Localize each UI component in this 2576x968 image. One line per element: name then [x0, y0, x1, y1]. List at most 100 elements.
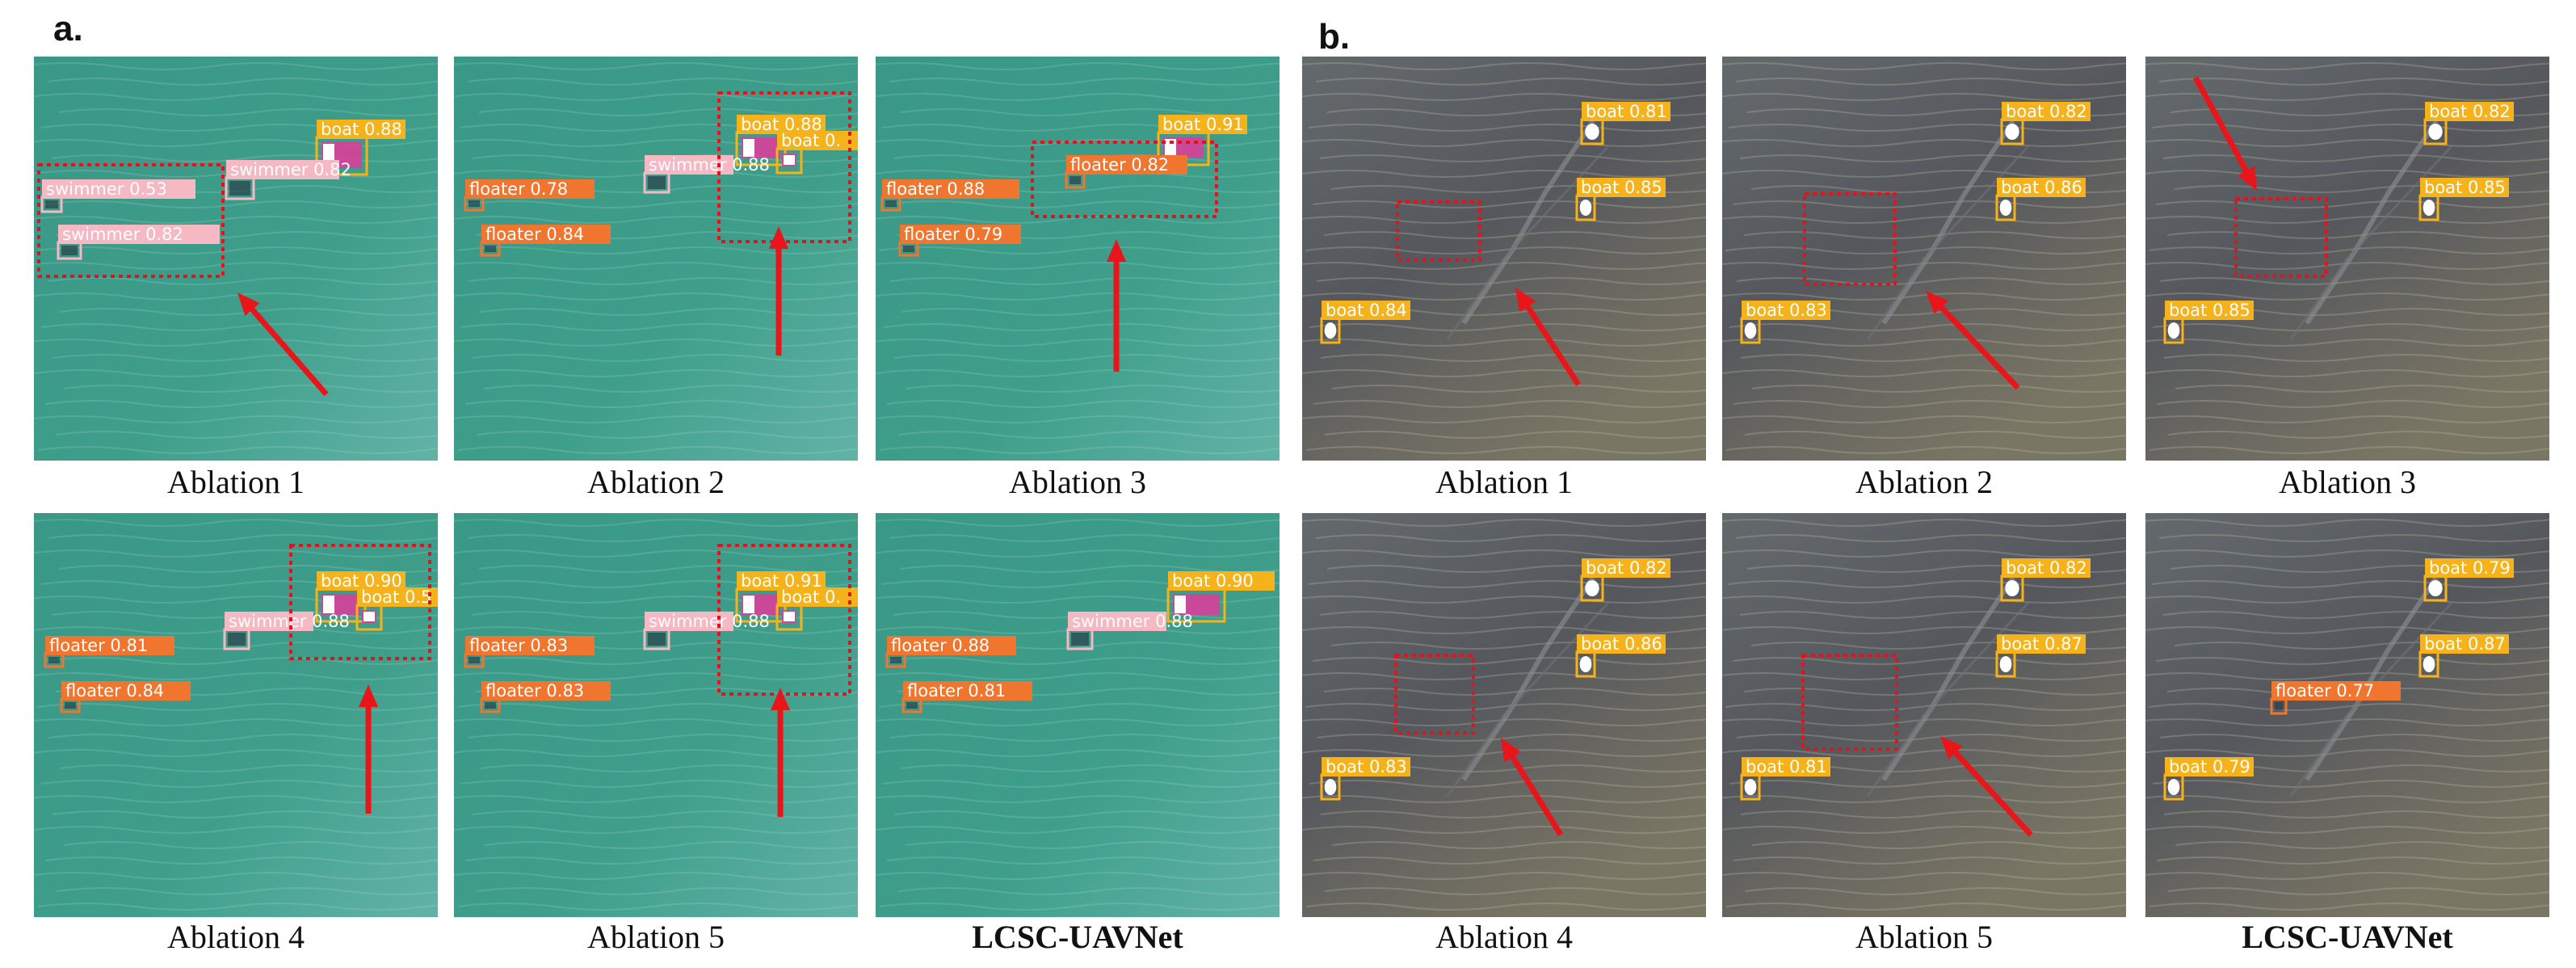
swimmer-label-tag [226, 160, 339, 179]
boat-detection: boat 0. [775, 587, 858, 631]
floater-label-text: floater 0.88 [891, 636, 990, 655]
swimmer-label-text: swimmer 0.88 [649, 155, 770, 175]
boat-detection: boat 0.85 [2418, 178, 2509, 221]
detection-tile-b-4: boat 0.82 boat 0.86 boat 0.83 [1302, 513, 1706, 917]
detection-tile-b-5: boat 0.82 boat 0.87 boat 0.81 [1722, 513, 2126, 917]
boat-label-text: boat 0.86 [2001, 178, 2082, 197]
floater-label-text: floater 0.81 [49, 636, 148, 655]
red-arrow [771, 688, 790, 817]
boat-label-text: boat 0.85 [2424, 178, 2506, 197]
swimmer-label-text: swimmer 0.82 [62, 225, 183, 244]
boat-detection: boat 0.82 [1580, 558, 1670, 602]
boat-detection: boat 0.79 [2163, 757, 2254, 801]
boat-label-tag [2002, 558, 2091, 578]
floater-detection: floater 0.84 [60, 681, 191, 713]
floater-label-tag [1066, 155, 1187, 175]
boat-label-tag [2165, 301, 2254, 320]
floater-label-tag [887, 636, 1016, 655]
highlight-box [1396, 200, 1481, 262]
swimmer-detection: swimmer 0.88 [643, 155, 770, 194]
boat-detection: boat 0.86 [1575, 634, 1666, 678]
swimmer-label-tag [58, 225, 220, 244]
floater-label-text: floater 0.78 [469, 179, 568, 199]
boat-detection: boat 0. [775, 131, 858, 175]
boat-label-text: boat 0.83 [1746, 301, 1827, 320]
sea-background [34, 57, 438, 461]
boat-label-tag [2420, 178, 2509, 197]
tile-caption: Ablation 2 [1855, 464, 1993, 500]
panel-label-b: b. [1318, 17, 1351, 57]
highlight-box [1801, 654, 1898, 751]
swimmer-label-tag [42, 179, 195, 199]
swimmer-label-text: swimmer 0.88 [1072, 612, 1193, 631]
water-texture [1722, 519, 2126, 911]
boat-detection: boat 0.87 [2418, 634, 2509, 678]
boat-label-tag [357, 587, 438, 607]
floater-detection: floater 0.88 [885, 636, 1016, 668]
detection-image: boat 0.82 boat 0.87 boat 0.81 [1722, 513, 2126, 917]
boat-detection: boat 0.81 [1580, 102, 1670, 145]
swimmer-label-text: swimmer 0.82 [230, 160, 351, 179]
boat-detection: boat 0.85 [2163, 301, 2254, 344]
boat-detection: boat 0.82 [2000, 558, 2091, 602]
tile-caption: Ablation 3 [2279, 464, 2416, 500]
water-texture [34, 62, 438, 454]
swimmer-label-text: swimmer 0.53 [46, 179, 167, 199]
red-arrow [1940, 736, 2033, 837]
detection-image: boat 0.81 boat 0.85 boat 0.84 [1302, 57, 1706, 461]
tile-caption: Ablation 5 [587, 919, 725, 955]
highlight-box [37, 163, 225, 278]
boat-label-text: boat 0. [781, 131, 841, 150]
boat-detection: boat 0.5 [355, 587, 438, 631]
water-texture [1302, 62, 1706, 454]
boat-label-tag [1742, 757, 1830, 777]
floater-detection: floater 0.83 [480, 681, 611, 713]
boat-label-text: boat 0.82 [2006, 102, 2087, 121]
floater-label-tag [45, 636, 174, 655]
tile-caption: Ablation 1 [167, 464, 305, 500]
boat-label-text: boat 0.84 [1326, 301, 1407, 320]
swimmer-label-tag [1068, 612, 1166, 631]
water-texture [1722, 62, 2126, 454]
boat-label-tag [2420, 634, 2509, 654]
boat-detection: boat 0.86 [1995, 178, 2086, 221]
boat-detection: boat 0.81 [1740, 757, 1830, 801]
tile-caption: LCSC-UAVNet [2242, 919, 2453, 955]
boat-label-tag [2425, 558, 2514, 578]
floater-label-text: floater 0.84 [485, 225, 584, 244]
floater-detection: floater 0.82 [1065, 155, 1187, 189]
red-arrow [359, 684, 378, 814]
boat-label-text: boat 0.85 [2169, 301, 2250, 320]
boat-label-tag [1322, 757, 1410, 777]
boat-label-tag [1742, 301, 1830, 320]
detection-image: boat 0.82 boat 0.86 boat 0.83 [1302, 513, 1706, 917]
floater-detection: floater 0.88 [880, 179, 1019, 212]
boat-detection: boat 0.82 [2000, 102, 2091, 145]
floater-label-text: floater 0.88 [886, 179, 985, 199]
floater-detection: floater 0.81 [44, 636, 174, 668]
boat-label-tag [1322, 301, 1410, 320]
boat-label-tag [1158, 115, 1247, 134]
floater-label-text: floater 0.83 [469, 636, 568, 655]
detection-image: boat 0.82 boat 0.85 boat 0.85 [2145, 57, 2549, 461]
red-arrow [2192, 76, 2257, 191]
floater-label-tag [481, 681, 611, 701]
boat-detection: boat 0.85 [1575, 178, 1666, 221]
floater-label-text: floater 0.79 [904, 225, 1002, 244]
boat-label-tag [2165, 757, 2254, 777]
boat-label-text: boat 0.87 [2001, 634, 2082, 654]
water-texture [2145, 62, 2549, 454]
boat-label-text: boat 0.83 [1326, 757, 1407, 777]
floater-label-tag [465, 636, 595, 655]
tile-caption: Ablation 2 [587, 464, 725, 500]
boat-detection: boat 0.82 [2423, 102, 2514, 145]
highlight-box [1803, 192, 1897, 286]
